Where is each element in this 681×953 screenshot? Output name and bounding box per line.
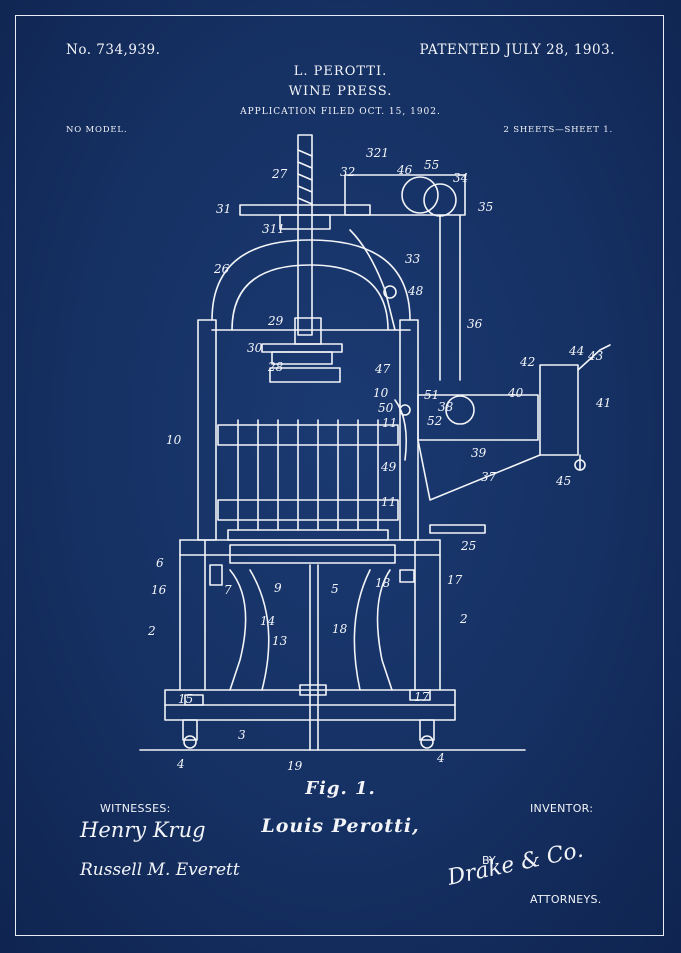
- part-label: 27: [272, 167, 288, 181]
- part-label: 26: [214, 262, 230, 276]
- part-label: 18: [332, 622, 348, 636]
- part-label: 14: [260, 614, 276, 628]
- part-label: 41: [596, 396, 612, 410]
- by-label: BY: [482, 854, 496, 867]
- part-label: 39: [471, 446, 487, 460]
- part-label: 17: [447, 573, 463, 587]
- part-label: 52: [427, 414, 443, 428]
- part-label: 36: [467, 317, 483, 331]
- part-label: 50: [378, 401, 394, 415]
- part-label: 9: [274, 581, 282, 595]
- part-label: 46: [397, 163, 413, 177]
- part-label: 32: [340, 165, 356, 179]
- part-label: 321: [366, 146, 389, 160]
- part-label: 33: [405, 252, 421, 266]
- part-label: 44: [569, 344, 585, 358]
- sheets-note: 2 SHEETS—SHEET 1.: [503, 125, 613, 135]
- attorneys-label: ATTORNEYS.: [530, 893, 602, 906]
- part-label: 2: [460, 612, 468, 626]
- part-label: 38: [438, 400, 454, 414]
- part-label: 11: [381, 495, 397, 509]
- part-label: 51: [424, 388, 440, 402]
- part-label: 19: [287, 759, 303, 773]
- witness-signature-2: Russell M. Everett: [80, 860, 240, 880]
- part-label: 55: [424, 158, 440, 172]
- part-label: 48: [408, 284, 424, 298]
- inventor-heading: L. PEROTTI.: [293, 64, 388, 79]
- part-label: 311: [262, 222, 285, 236]
- inventor-signature: Louis Perotti,: [261, 815, 420, 837]
- part-label: 2: [148, 624, 156, 638]
- part-label: 18: [375, 576, 391, 590]
- part-label: 3: [238, 728, 246, 742]
- part-label: 16: [151, 583, 167, 597]
- patent-date: PATENTED JULY 28, 1903.: [419, 42, 615, 58]
- patent-title: WINE PRESS.: [288, 84, 393, 99]
- part-label: 15: [178, 692, 194, 706]
- part-label: 30: [247, 341, 263, 355]
- part-label: 13: [272, 634, 288, 648]
- model-note: NO MODEL.: [66, 125, 128, 135]
- part-label: 5: [331, 582, 339, 596]
- witness-signature-1: Henry Krug: [80, 818, 206, 842]
- part-label: 31: [216, 202, 232, 216]
- part-label: 29: [268, 314, 284, 328]
- part-label: 43: [588, 349, 604, 363]
- figure-label: Fig. 1.: [305, 778, 376, 799]
- part-label: 45: [556, 474, 572, 488]
- witnesses-label: WITNESSES:: [100, 802, 171, 815]
- part-label: 42: [520, 355, 536, 369]
- part-label: 47: [375, 362, 391, 376]
- part-label: 49: [381, 460, 397, 474]
- part-label: 17: [414, 690, 430, 704]
- part-label: 40: [508, 386, 524, 400]
- inventor-label: INVENTOR:: [530, 802, 594, 815]
- border-frame: [15, 15, 664, 936]
- part-label: 28: [268, 360, 284, 374]
- patent-number: No. 734,939.: [66, 42, 161, 58]
- part-label: 11: [382, 416, 398, 430]
- part-label: 34: [453, 171, 469, 185]
- part-label: 25: [461, 539, 477, 553]
- part-label: 4: [437, 751, 445, 765]
- application-filed: APPLICATION FILED OCT. 15, 1902.: [240, 107, 441, 117]
- part-label: 10: [166, 433, 182, 447]
- part-label: 37: [481, 470, 497, 484]
- part-label: 35: [478, 200, 494, 214]
- part-label: 4: [177, 757, 185, 771]
- part-label: 6: [156, 556, 164, 570]
- part-label: 10: [373, 386, 389, 400]
- part-label: 7: [224, 583, 232, 597]
